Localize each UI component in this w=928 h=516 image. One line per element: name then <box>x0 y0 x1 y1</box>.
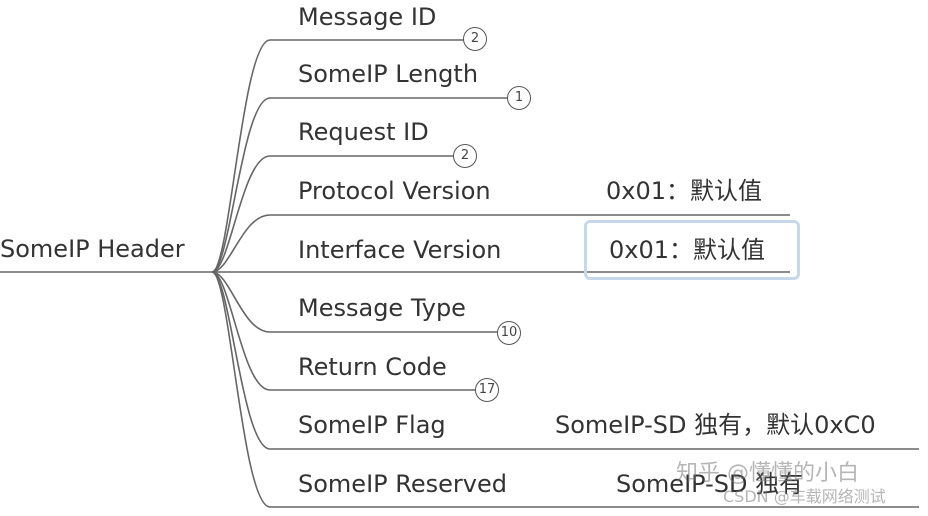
someip-reserved-note[interactable]: SomeIP-SD 独有 <box>616 470 804 498</box>
branch-someip-reserved[interactable]: SomeIP Reserved <box>298 470 507 498</box>
root-node-label[interactable]: SomeIP Header <box>0 235 185 263</box>
branch-connector-7 <box>211 271 478 391</box>
someip-flag-note[interactable]: SomeIP-SD 独有，默认0xC0 <box>555 411 876 439</box>
watermark-secondary: CSDN @车载网络测试 <box>723 487 886 506</box>
branch-connector-3 <box>211 155 456 273</box>
branch-someip-flag[interactable]: SomeIP Flag <box>298 411 446 439</box>
watermark-primary: 知乎 @懂懂的小白 <box>676 461 859 486</box>
branch-message-id[interactable]: Message ID <box>298 3 437 31</box>
branch-connector-2 <box>211 97 510 273</box>
branch-connector-4 <box>211 214 790 273</box>
interface-version-note[interactable]: 0x01：默认值 <box>609 236 766 264</box>
selected-note-highlight <box>584 220 800 280</box>
branch-someip-length[interactable]: SomeIP Length <box>298 60 479 88</box>
branch-connector-9 <box>211 271 919 508</box>
branch-return-code[interactable]: Return Code <box>298 353 447 381</box>
message-id-count-badge: 2 <box>463 27 487 51</box>
someip-length-count-badge: 1 <box>507 86 531 110</box>
branch-connector-8 <box>211 271 919 450</box>
protocol-version-note[interactable]: 0x01：默认值 <box>606 177 763 205</box>
branch-connector-6 <box>211 271 499 333</box>
branch-request-id[interactable]: Request ID <box>298 118 429 146</box>
branch-connector-1 <box>211 39 466 273</box>
branch-message-type[interactable]: Message Type <box>298 294 466 322</box>
request-id-count-badge: 2 <box>453 144 477 168</box>
message-type-count-badge: 10 <box>497 321 521 345</box>
branch-interface-version[interactable]: Interface Version <box>298 236 502 264</box>
branch-protocol-version[interactable]: Protocol Version <box>298 177 491 205</box>
return-code-count-badge: 17 <box>475 378 499 402</box>
